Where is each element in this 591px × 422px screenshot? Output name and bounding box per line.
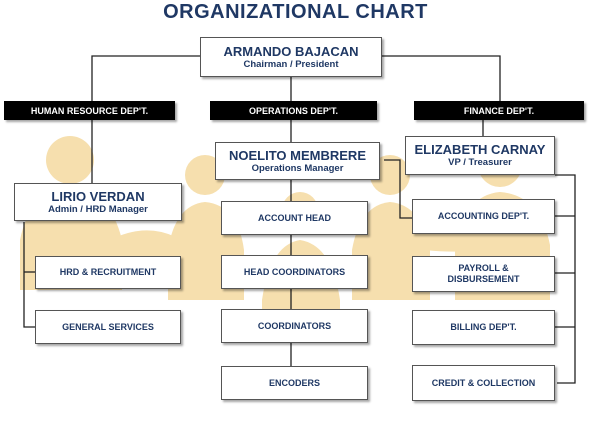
dept-operations: OPERATIONS DEP'T. xyxy=(210,101,377,120)
unit-label: ENCODERS xyxy=(268,377,320,388)
hr-head-box: LIRIO VERDAN Admin / HRD Manager xyxy=(14,183,182,221)
chairman-box: ARMANDO BAJACAN Chairman / President xyxy=(200,37,382,77)
dept-finance: FINANCE DEP'T. xyxy=(414,101,584,120)
unit-label: COORDINATORS xyxy=(257,320,332,331)
finance-head-role: VP / Treasurer xyxy=(448,157,512,168)
unit-label: BILLING DEP'T. xyxy=(450,322,517,332)
ops-head-role: Operations Manager xyxy=(251,162,344,174)
unit-label: CREDIT & COLLECTION xyxy=(431,377,536,388)
dept-human-resource: HUMAN RESOURCE DEP'T. xyxy=(4,101,175,120)
chairman-name: ARMANDO BAJACAN xyxy=(223,43,359,59)
unit-label: PAYROLL & DISBURSEMENT xyxy=(447,263,520,284)
ops-unit-encoders: ENCODERS xyxy=(221,366,368,400)
unit-label: ACCOUNTING DEP'T. xyxy=(437,211,530,221)
unit-label: HRD & RECRUITMENT xyxy=(59,267,157,277)
unit-label: ACCOUNT HEAD xyxy=(258,212,331,223)
finance-head-name: ELIZABETH CARNAY xyxy=(414,142,546,157)
unit-label: GENERAL SERVICES xyxy=(62,321,154,332)
hr-head-name: LIRIO VERDAN xyxy=(51,188,145,204)
chairman-role: Chairman / President xyxy=(243,58,339,70)
ops-head-name: NOELITO MEMBRERE xyxy=(229,147,366,163)
finance-head-box: ELIZABETH CARNAY VP / Treasurer xyxy=(405,136,555,175)
ops-head-box: NOELITO MEMBRERE Operations Manager xyxy=(215,142,380,180)
page-title: ORGANIZATIONAL CHART xyxy=(163,1,428,23)
finance-unit-accounting: ACCOUNTING DEP'T. xyxy=(412,199,555,234)
hr-unit-hrd-recruitment: HRD & RECRUITMENT xyxy=(35,256,181,289)
hr-unit-general-services: GENERAL SERVICES xyxy=(35,310,181,344)
ops-unit-head-coordinators: HEAD COORDINATORS xyxy=(221,255,368,289)
finance-unit-credit-collection: CREDIT & COLLECTION xyxy=(412,365,555,401)
ops-unit-coordinators: COORDINATORS xyxy=(221,309,368,343)
unit-label: HEAD COORDINATORS xyxy=(243,266,346,277)
ops-unit-account-head: ACCOUNT HEAD xyxy=(221,201,368,235)
hr-head-role: Admin / HRD Manager xyxy=(48,203,148,215)
finance-unit-payroll: PAYROLL & DISBURSEMENT xyxy=(412,256,555,292)
finance-unit-billing: BILLING DEP'T. xyxy=(412,310,555,345)
